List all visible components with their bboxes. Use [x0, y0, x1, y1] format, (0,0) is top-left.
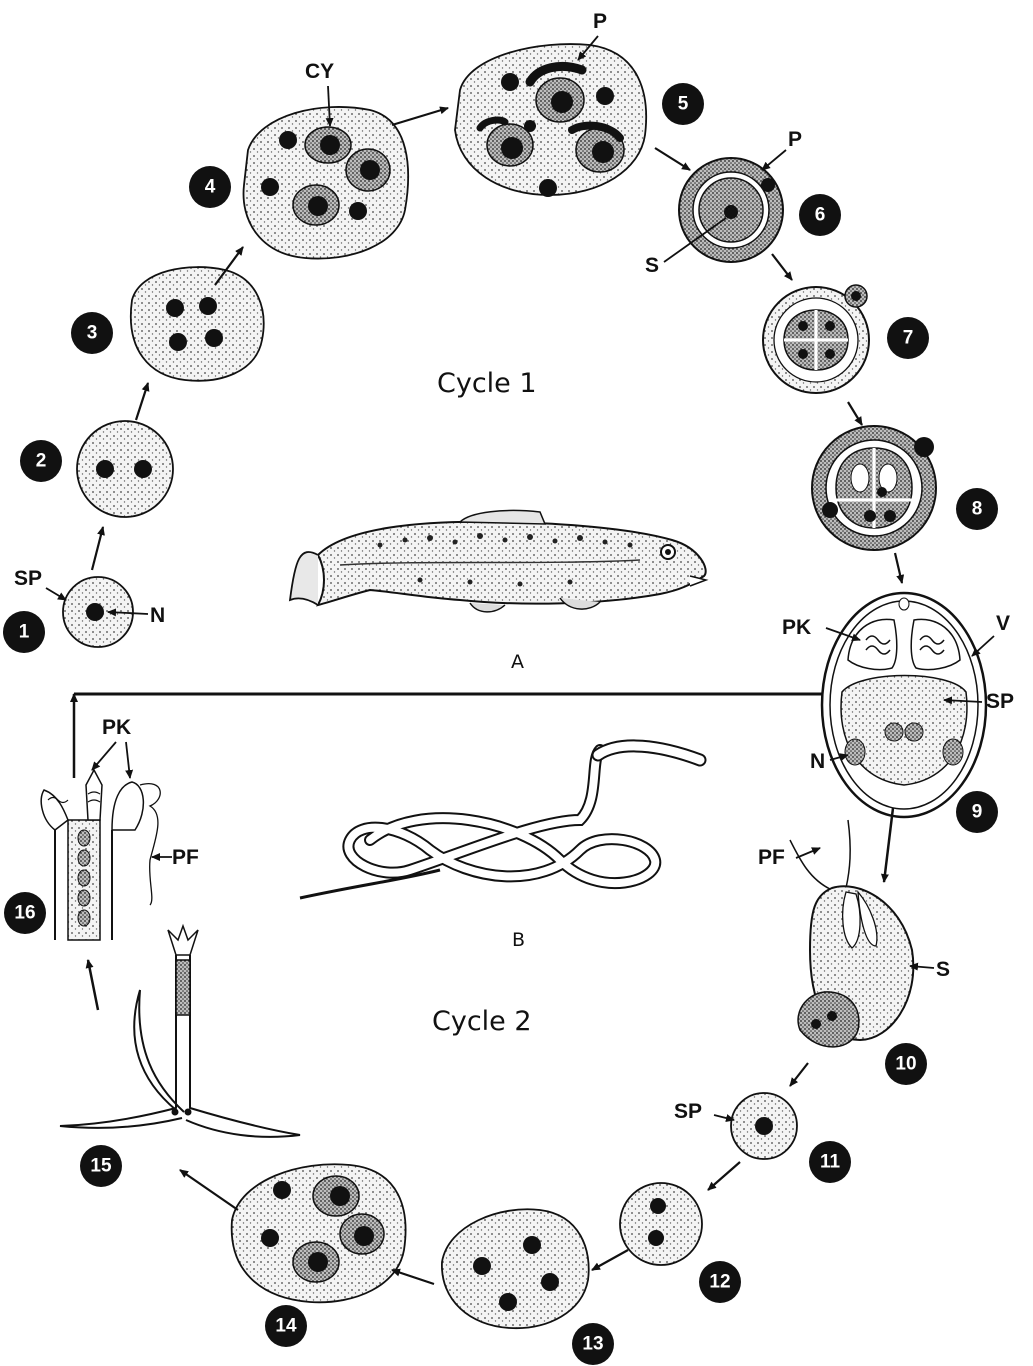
host-a-label: A — [511, 651, 524, 673]
label-pk-16: PK — [102, 716, 131, 739]
stage-4-cell — [244, 107, 409, 259]
label-s-6: S — [645, 254, 659, 277]
label-pf-10: PF — [758, 846, 785, 869]
stage-12-cell — [620, 1183, 702, 1265]
host-b-label: B — [512, 929, 525, 951]
label-sp-1: SP — [14, 567, 42, 590]
stage-5-cell — [455, 44, 646, 197]
label-n-1: N — [150, 604, 165, 627]
label-p-5: P — [593, 10, 607, 33]
stage-number-4: 4 — [205, 177, 216, 198]
stage-number-5: 5 — [678, 94, 689, 115]
label-s-10: S — [936, 958, 950, 981]
stage-6-cell — [679, 158, 783, 262]
stage-number-3: 3 — [87, 323, 98, 344]
fish-illustration — [290, 510, 706, 611]
label-sp-11: SP — [674, 1100, 702, 1123]
stage-13-cell — [442, 1209, 589, 1328]
stage-14-cell — [232, 1164, 406, 1302]
label-p-6: P — [788, 128, 802, 151]
stage-7-cell — [763, 285, 869, 393]
stage-number-8: 8 — [972, 499, 983, 520]
label-n-9: N — [810, 750, 825, 773]
cycle-1-label: Cycle 1 — [437, 368, 537, 399]
stage-number-1: 1 — [19, 622, 30, 643]
stage-15-triactinomyxon — [60, 926, 300, 1137]
stage-number-2: 2 — [36, 451, 47, 472]
stage-10-spore — [790, 820, 913, 1047]
stage-number-6: 6 — [815, 205, 826, 226]
stage-8-cell — [812, 426, 936, 550]
stage-16-tip — [41, 770, 160, 940]
stage-number-16: 16 — [14, 903, 35, 924]
worm-illustration — [300, 746, 700, 898]
label-pf-16: PF — [172, 846, 199, 869]
stage-number-10: 10 — [895, 1054, 916, 1075]
stage-number-15: 15 — [90, 1156, 112, 1177]
cycle-2-label: Cycle 2 — [432, 1006, 532, 1037]
stage-3-cell — [131, 267, 264, 381]
stage-number-7: 7 — [903, 328, 914, 349]
stage-number-11: 11 — [820, 1152, 841, 1173]
label-cy: CY — [305, 60, 334, 83]
label-sp-9: SP — [986, 690, 1014, 713]
stage-number-14: 14 — [275, 1316, 297, 1337]
stage-number-13: 13 — [582, 1334, 603, 1355]
stage-9-spore — [822, 593, 986, 817]
stage-number-9: 9 — [972, 802, 983, 823]
stage-11-cell — [731, 1093, 797, 1159]
stage-2-cell — [77, 421, 173, 517]
label-pk-9: PK — [782, 616, 811, 639]
stage-number-12: 12 — [709, 1272, 730, 1293]
label-v-9: V — [996, 612, 1010, 635]
